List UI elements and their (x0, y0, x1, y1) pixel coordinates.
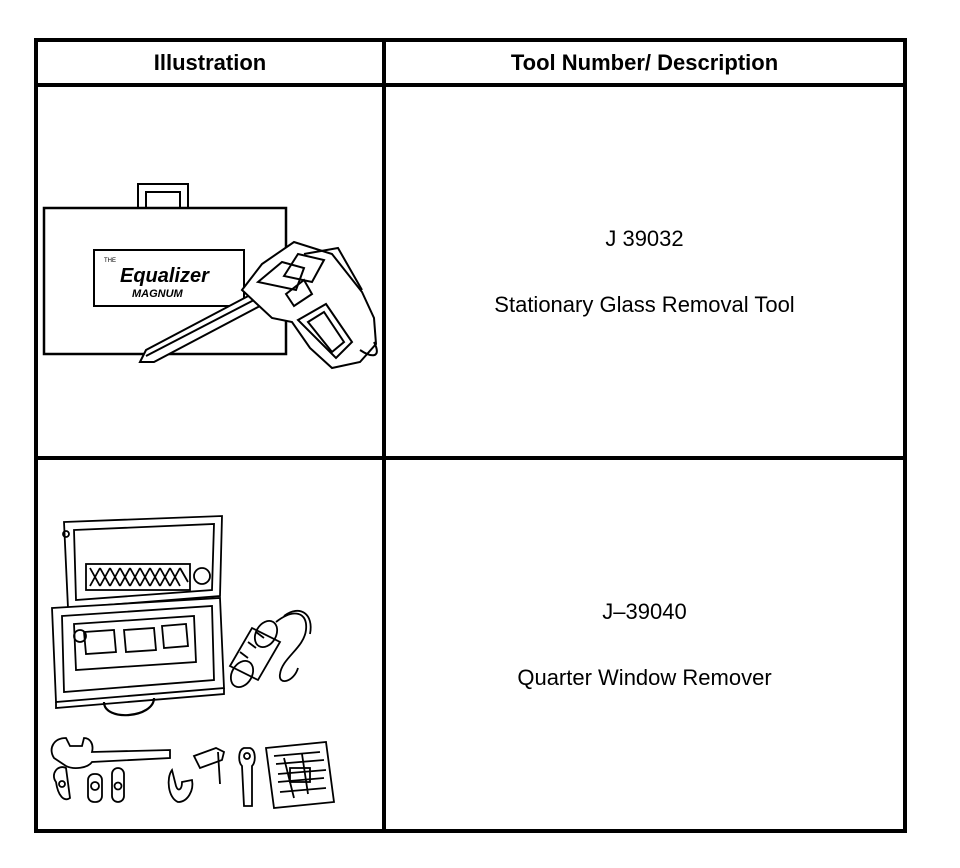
label-brand-small: THE (104, 258, 116, 264)
tool-number: J 39032 (605, 225, 684, 251)
column-divider (382, 42, 386, 829)
header-illustration: Illustration (153, 49, 267, 75)
header-divider (38, 83, 903, 87)
row-1-description-cell: J 39032 Stationary Glass Removal Tool (386, 87, 903, 456)
label-brand: Equalizer (120, 265, 210, 287)
header-tool-number-description: Tool Number/ Description (510, 49, 779, 75)
row-divider (38, 456, 903, 460)
tool-description: Stationary Glass Removal Tool (494, 291, 795, 317)
row-2-description-cell: J–39040 Quarter Window Remover (386, 460, 903, 829)
quarter-window-remover-kit-illustration (50, 515, 336, 809)
equalizer-magnum-tool-illustration: THE Equalizer MAGNUM (42, 183, 378, 370)
tool-description: Quarter Window Remover (517, 664, 772, 690)
label-model: MAGNUM (132, 288, 184, 300)
tool-number: J–39040 (602, 598, 687, 624)
tools-table: Illustration Tool Number/ Description J … (34, 38, 907, 833)
